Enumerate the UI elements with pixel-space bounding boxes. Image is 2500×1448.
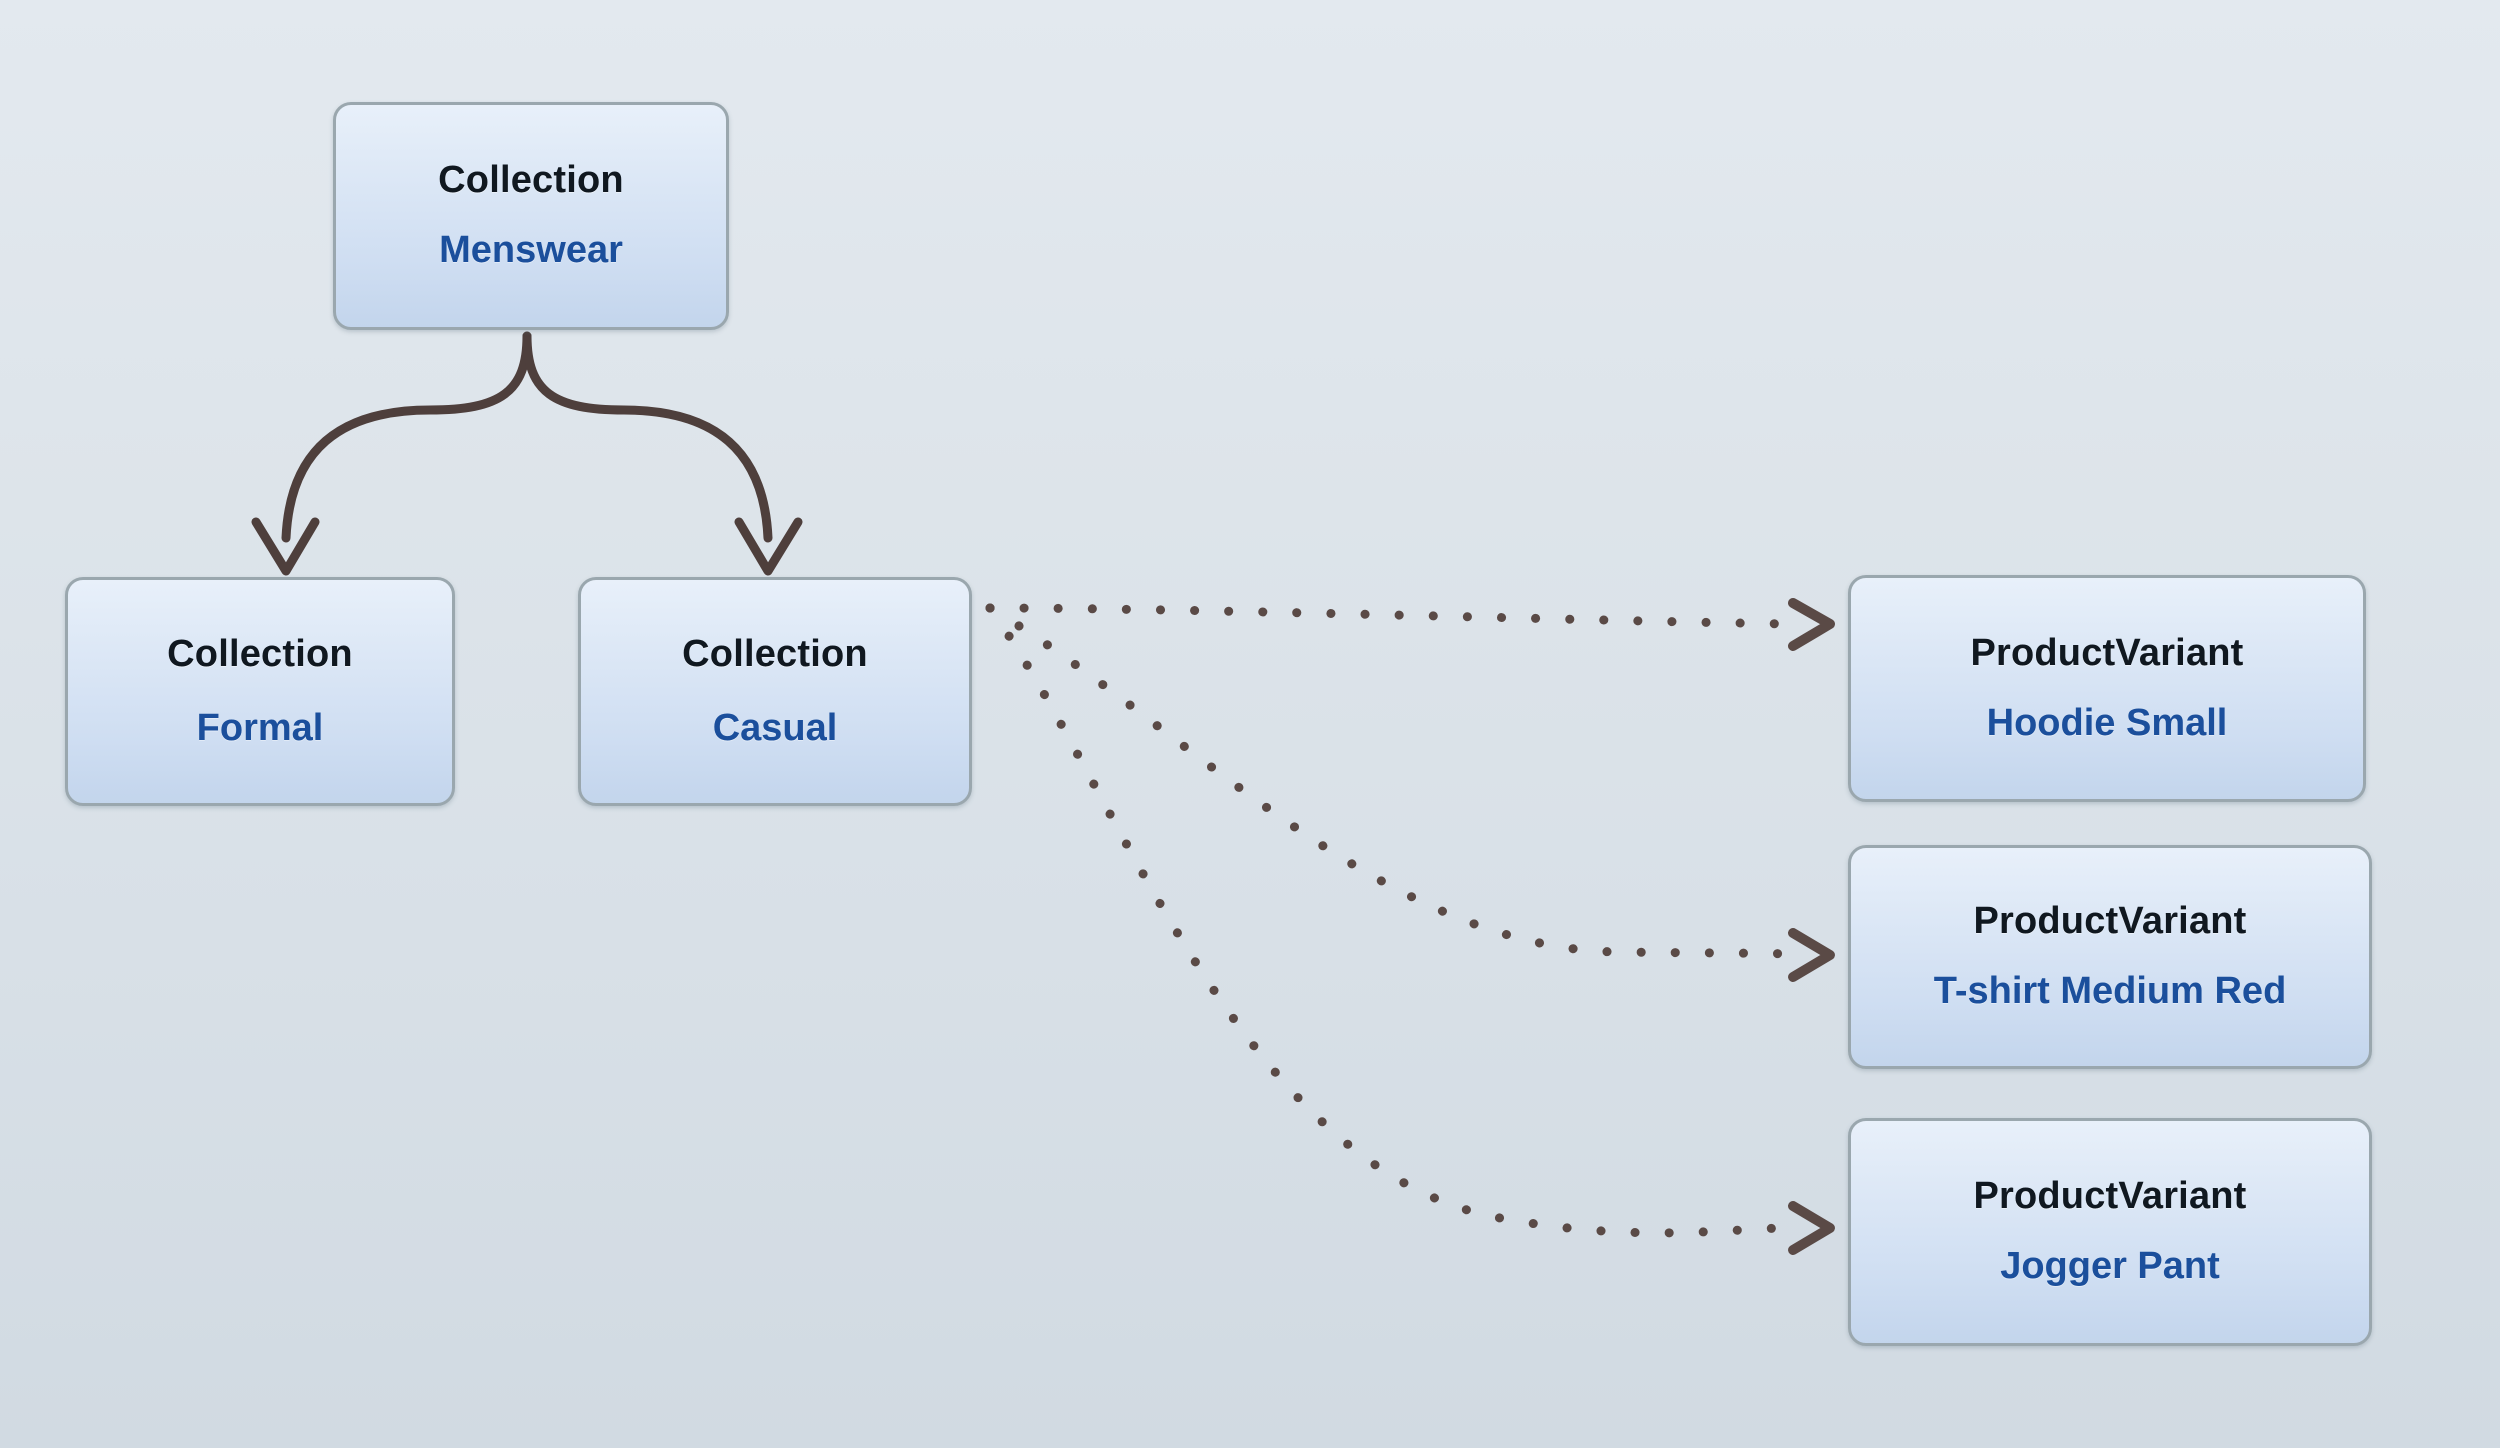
node-name-label: Menswear <box>439 229 623 271</box>
node-productvariant-jogger-pant[interactable]: ProductVariant Jogger Pant <box>1848 1118 2372 1346</box>
node-collection-menswear[interactable]: Collection Menswear <box>333 102 729 330</box>
node-type-label: Collection <box>167 632 353 675</box>
node-name-label: Hoodie Small <box>1986 701 2228 744</box>
node-type-label: ProductVariant <box>1973 1175 2247 1218</box>
node-type-label: Collection <box>682 632 868 675</box>
edge-casual-hoodie <box>985 598 1835 651</box>
edge-casual-tshirt <box>985 603 1835 982</box>
node-collection-formal[interactable]: Collection Formal <box>65 577 455 806</box>
node-name-label: T-shirt Medium Red <box>1933 970 2287 1012</box>
node-productvariant-hoodie-small[interactable]: ProductVariant Hoodie Small <box>1848 575 2366 802</box>
node-name-label: Jogger Pant <box>2000 1245 2220 1287</box>
node-type-label: ProductVariant <box>1973 900 2247 943</box>
edge-casual-jogger <box>985 603 1835 1255</box>
node-collection-casual[interactable]: Collection Casual <box>578 577 972 806</box>
node-type-label: ProductVariant <box>1970 631 2244 674</box>
node-name-label: Formal <box>196 706 324 749</box>
node-type-label: Collection <box>438 159 624 202</box>
node-name-label: Casual <box>712 706 838 749</box>
node-productvariant-tshirt-medium-red[interactable]: ProductVariant T-shirt Medium Red <box>1848 845 2372 1069</box>
edge-menswear-formal <box>251 331 532 576</box>
edge-menswear-casual <box>522 331 803 576</box>
